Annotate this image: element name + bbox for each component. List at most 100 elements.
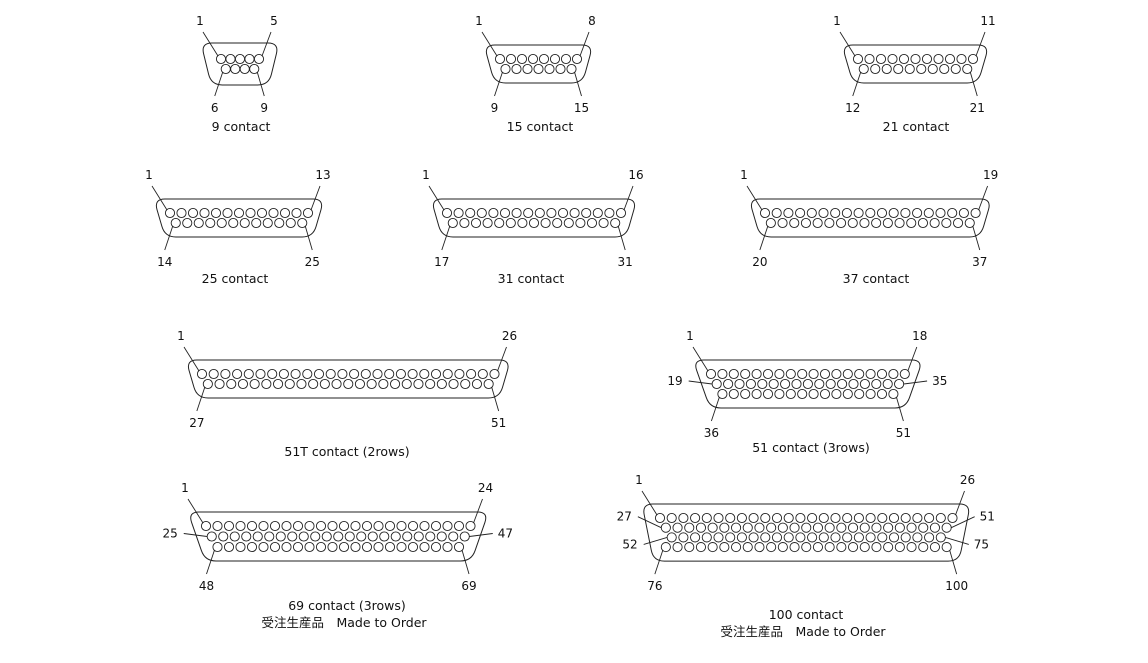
pin <box>705 368 717 380</box>
pin <box>774 388 785 400</box>
pin <box>858 63 869 75</box>
pin <box>296 378 307 390</box>
pin <box>413 378 424 390</box>
pin <box>894 217 905 229</box>
pin <box>373 541 384 553</box>
pin <box>193 217 204 229</box>
pin <box>887 53 898 65</box>
pin <box>941 542 952 553</box>
pin <box>304 520 315 532</box>
made-to-order-note: 受注生産品 Made to Order <box>720 624 886 639</box>
pin <box>279 207 291 219</box>
pin-number-label: 76 <box>647 579 662 593</box>
pin <box>396 520 407 532</box>
leader-line <box>617 225 626 251</box>
pin <box>848 378 859 390</box>
pin <box>876 368 888 380</box>
pin <box>333 531 344 542</box>
pin <box>546 207 557 219</box>
pin-number-label: 69 <box>461 579 476 593</box>
pin <box>249 63 260 75</box>
pin <box>239 217 250 229</box>
leader-line <box>261 31 272 57</box>
pin <box>859 542 870 553</box>
pin-number-label: 31 <box>618 255 633 269</box>
leader-line <box>637 516 662 529</box>
leader-line <box>473 498 483 524</box>
pin <box>540 217 551 229</box>
pin <box>848 542 859 553</box>
pin <box>442 520 453 532</box>
pin <box>304 541 315 553</box>
pin <box>522 63 533 75</box>
pin <box>672 522 683 533</box>
pin <box>436 378 447 390</box>
pin <box>235 541 246 553</box>
pin-number-label: 1 <box>740 168 748 182</box>
pin <box>488 207 499 219</box>
pin <box>842 368 853 380</box>
pin <box>831 368 842 380</box>
pin <box>321 531 332 542</box>
pin-number-label: 51 <box>980 510 995 524</box>
pin <box>854 368 865 380</box>
pin <box>278 368 289 380</box>
pin <box>818 512 829 524</box>
pin <box>442 541 453 553</box>
pin <box>361 520 373 532</box>
pin <box>881 63 892 75</box>
pin <box>494 217 505 229</box>
pin <box>267 368 278 380</box>
pin <box>660 542 671 553</box>
pin <box>797 388 808 400</box>
pin <box>785 388 796 400</box>
pin <box>430 520 442 532</box>
pin <box>871 542 882 553</box>
leader-line <box>164 225 174 251</box>
pin <box>935 207 946 219</box>
pin <box>731 522 742 533</box>
pin <box>853 532 864 543</box>
pin <box>762 368 774 380</box>
leader-line <box>643 536 668 545</box>
pin <box>354 378 366 390</box>
pin <box>269 541 281 553</box>
pin <box>395 368 406 380</box>
leader-line <box>759 225 769 251</box>
pin <box>571 53 583 65</box>
pin <box>806 207 817 219</box>
pin <box>742 542 753 553</box>
pin <box>690 532 701 543</box>
pin <box>563 217 574 229</box>
pin <box>338 541 350 553</box>
pin <box>249 378 260 390</box>
pin-number-label: 11 <box>980 14 995 28</box>
pin <box>762 388 774 400</box>
pin <box>906 522 917 533</box>
pin-number-label: 26 <box>502 329 517 343</box>
pin <box>912 532 923 543</box>
pin-number-label: 47 <box>498 527 513 541</box>
pin <box>499 207 511 219</box>
pin <box>819 388 831 400</box>
leader-line <box>955 490 965 516</box>
pin <box>771 207 782 219</box>
connector-caption: 25 contact <box>202 271 269 286</box>
pin <box>929 542 941 553</box>
pin <box>766 542 777 553</box>
pin <box>666 532 677 543</box>
pin <box>246 520 258 532</box>
pin <box>877 512 888 524</box>
pin <box>246 541 258 553</box>
pin <box>483 378 494 390</box>
pin <box>754 522 765 533</box>
pin <box>237 378 248 390</box>
pin <box>947 207 958 219</box>
pin-number-label: 19 <box>983 168 998 182</box>
pin <box>349 368 360 380</box>
pin <box>337 368 348 380</box>
leader-line <box>969 71 978 97</box>
pin <box>511 63 522 75</box>
pin <box>825 378 836 390</box>
